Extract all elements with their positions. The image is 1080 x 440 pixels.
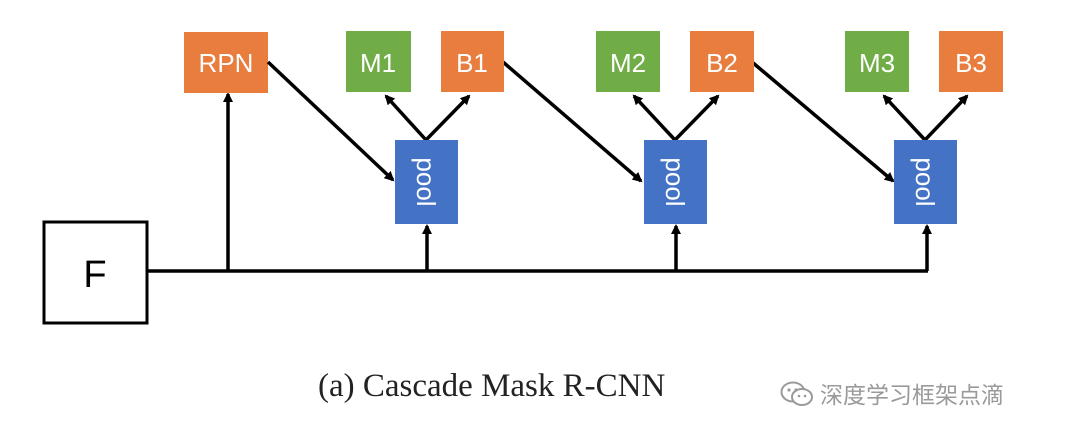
wechat-icon xyxy=(780,381,813,406)
arrow-pool-1-to-m1 xyxy=(384,94,428,142)
arrow-pool-1-to-b1 xyxy=(424,94,471,142)
pool-1 xyxy=(395,140,458,224)
feature-box xyxy=(42,220,149,325)
watermark: 深度学习框架点滴 xyxy=(780,376,1004,410)
arrow-pool-2-to-m2 xyxy=(632,94,677,142)
arrow-rpn-to-pool-1 xyxy=(266,60,395,182)
mask-head-1 xyxy=(346,31,411,92)
box-head-3 xyxy=(939,31,1003,92)
feature-label: F xyxy=(83,254,106,296)
box-head-1 xyxy=(441,31,504,92)
pool-1-label: pool xyxy=(411,157,441,206)
mask-head-2 xyxy=(596,31,660,92)
box-head-2 xyxy=(690,31,754,92)
mask-head-2-label: M2 xyxy=(610,48,646,78)
pool-3-label: pool xyxy=(910,157,940,206)
pool-2 xyxy=(644,140,707,224)
arrow-pool-3-to-b3 xyxy=(923,94,969,142)
arrow-b2-to-pool-3 xyxy=(750,60,895,183)
arrow-b1-to-pool-2 xyxy=(501,60,643,183)
watermark-text: 深度学习框架点滴 xyxy=(820,383,1004,409)
rpn-label: RPN xyxy=(199,48,254,78)
pool-3 xyxy=(894,140,957,224)
mask-head-3-label: M3 xyxy=(859,48,895,78)
mask-head-3 xyxy=(845,31,909,92)
figure-caption: (a) Cascade Mask R-CNN xyxy=(318,368,666,404)
box-head-3-label: B3 xyxy=(955,48,987,78)
pool-2-label: pool xyxy=(660,157,690,206)
rpn-box xyxy=(184,32,268,93)
box-head-1-label: B1 xyxy=(456,48,488,78)
cascade-diagram: F RPN M1 B1 pool M2 B2 pool M3 B3 pool xyxy=(42,31,1003,325)
box-head-2-label: B2 xyxy=(706,48,738,78)
arrow-pool-2-to-b2 xyxy=(673,94,720,142)
mask-head-1-label: M1 xyxy=(360,48,396,78)
arrow-pool-3-to-m3 xyxy=(882,94,927,142)
